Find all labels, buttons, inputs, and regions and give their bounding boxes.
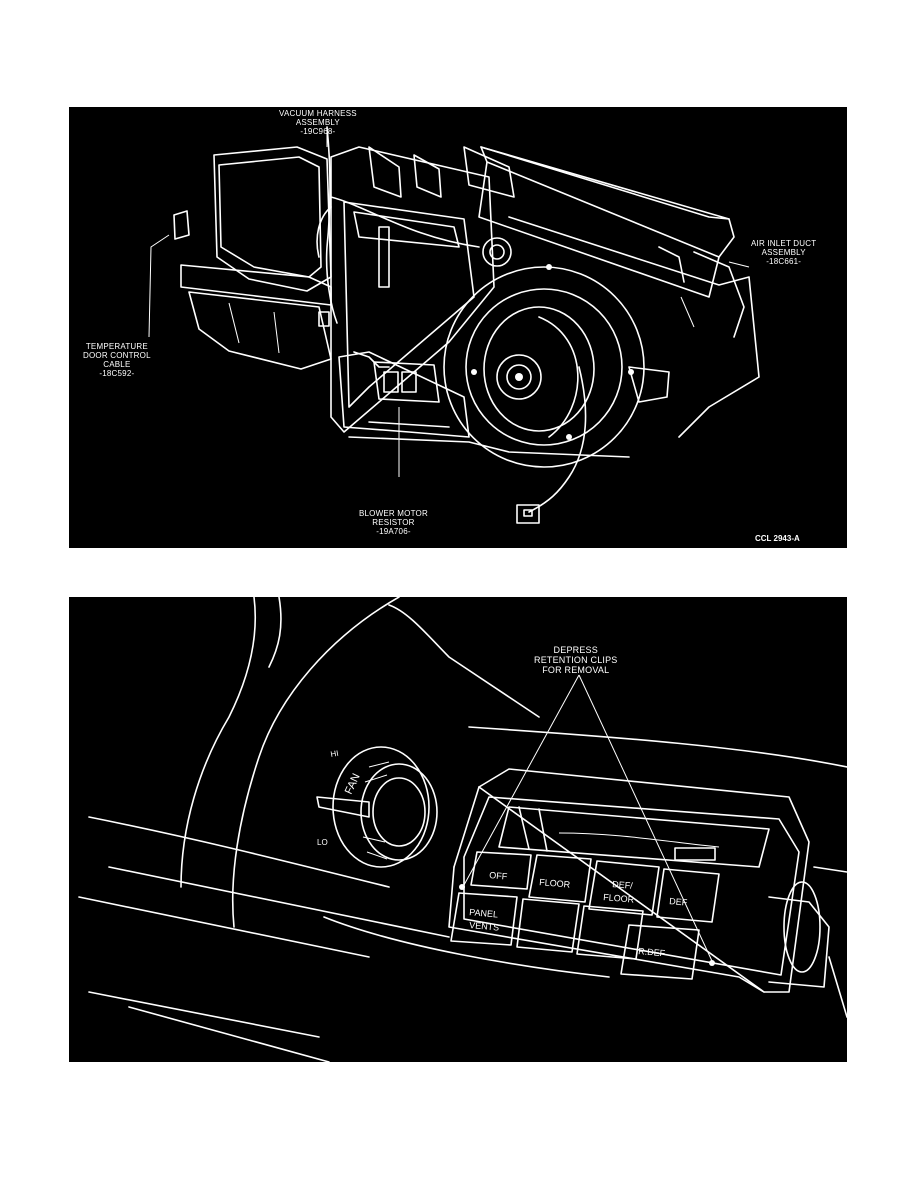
temperature-door-cable-label: TEMPERATURE DOOR CONTROL CABLE -18C592-: [83, 342, 151, 378]
button-r-def[interactable]: R.DEF: [638, 946, 666, 958]
blower-wheel: [443, 264, 645, 468]
button-def-floor-line-1[interactable]: DEF/: [612, 879, 634, 891]
leader-lines: [148, 127, 750, 477]
button-panel-vents-line-2[interactable]: VENTS: [469, 920, 500, 933]
control-panel-bezel: [448, 768, 810, 993]
knob-label-fan: FAN: [343, 772, 363, 797]
fan-knob: [316, 746, 438, 868]
button-floor[interactable]: FLOOR: [539, 877, 571, 890]
vacuum-harness: [316, 126, 480, 327]
right-edge-details: [768, 866, 847, 1018]
dash-panel-illustration: HI FAN LO OFF FLOOR DEF/ FLOOR DEF PANEL…: [78, 597, 847, 1062]
knob-label-hi: HI: [330, 749, 339, 759]
button-outlines: [450, 851, 720, 980]
heater-blower-assembly-figure: VACUUM HARNESS ASSEMBLY -19C968- AIR INL…: [69, 107, 847, 548]
heater-case: [173, 146, 332, 370]
figure-id: CCL 2943-A: [755, 534, 800, 543]
knob-label-lo: LO: [317, 838, 328, 847]
button-panel-vents-line-1[interactable]: PANEL: [469, 907, 499, 919]
retention-clips-callout: DEPRESS RETENTION CLIPS FOR REMOVAL: [534, 645, 618, 675]
button-def-floor-line-2[interactable]: FLOOR: [603, 892, 635, 905]
heater-assembly-illustration: [148, 126, 760, 524]
center-housing: [330, 146, 515, 433]
blower-connector: [516, 366, 587, 524]
air-inlet-duct: [478, 146, 760, 438]
button-off[interactable]: OFF: [489, 870, 508, 882]
dash-contours: [78, 597, 847, 1062]
button-def[interactable]: DEF: [669, 896, 688, 908]
vacuum-harness-label: VACUUM HARNESS ASSEMBLY -19C968-: [279, 109, 357, 136]
lower-housing: [338, 351, 630, 458]
callout-arrows: [463, 674, 713, 962]
air-inlet-duct-label: AIR INLET DUCT ASSEMBLY -18C661-: [751, 239, 817, 266]
climate-control-panel-figure: HI FAN LO OFF FLOOR DEF/ FLOOR DEF PANEL…: [69, 597, 847, 1062]
blower-motor-resistor-label: BLOWER MOTOR RESISTOR -19A706-: [359, 509, 428, 536]
